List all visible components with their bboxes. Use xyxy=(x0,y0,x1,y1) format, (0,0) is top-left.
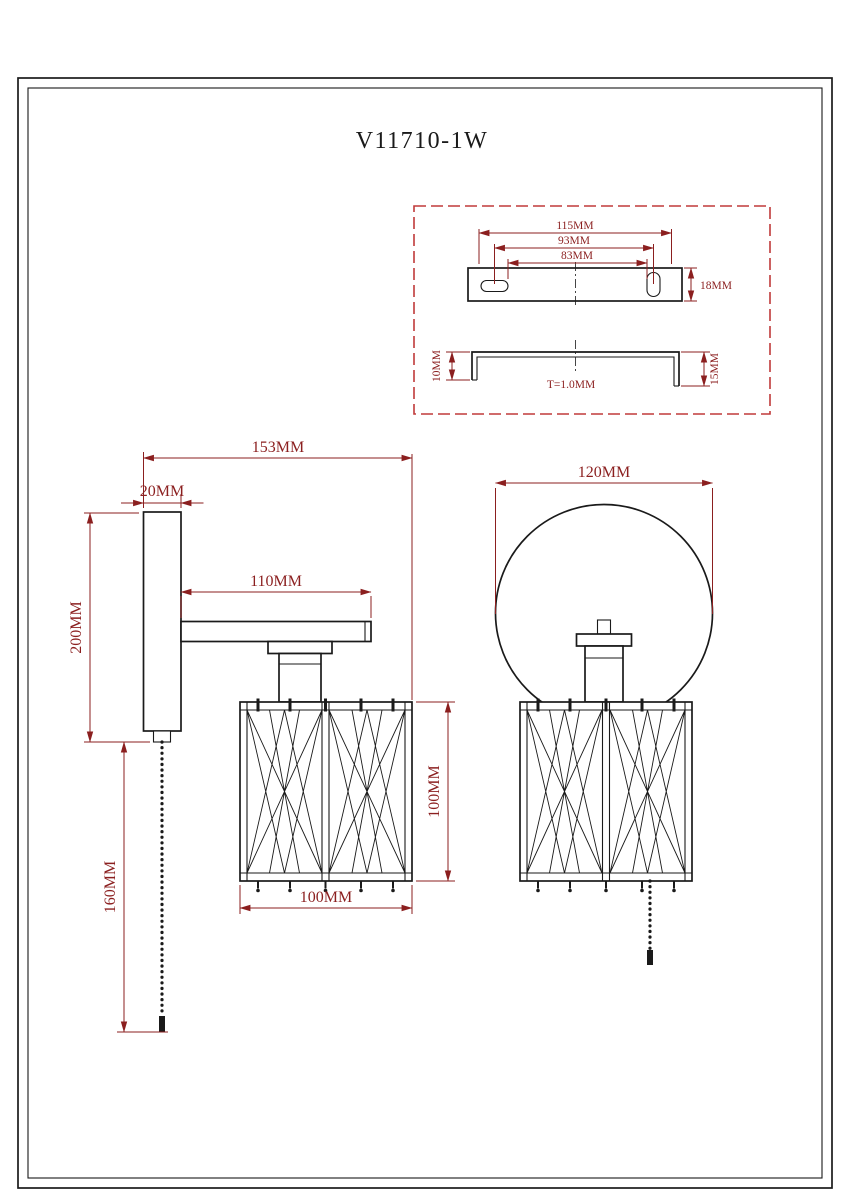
socket-body-front xyxy=(584,645,624,703)
shade-frame-side xyxy=(239,701,413,882)
socket-body-side xyxy=(278,652,322,703)
detail-boundary xyxy=(413,205,771,415)
dim-200mm-label: 200MM xyxy=(68,601,85,653)
dim-83mm-label: 83MM xyxy=(561,250,593,262)
bracket-plate xyxy=(467,267,683,302)
crystal-clips-side xyxy=(256,698,395,893)
crystal-shade-front xyxy=(519,698,693,893)
dim-93mm: 93MM xyxy=(493,235,655,284)
chain-tassel-side xyxy=(159,1016,165,1032)
dim-153mm-label: 153MM xyxy=(252,439,304,456)
lamp-arm xyxy=(180,620,372,643)
crystal-clips-front xyxy=(536,698,676,893)
dim-93mm-label: 93MM xyxy=(558,235,590,247)
dim-100mm-width-label: 100MM xyxy=(300,889,352,906)
dim-160mm: 160MM xyxy=(102,741,168,1033)
socket-finial-front xyxy=(596,619,612,635)
chain-tassel-front xyxy=(647,950,653,965)
front-view: 120MM xyxy=(494,464,714,965)
dim-120mm-label: 120MM xyxy=(578,464,630,481)
dim-10mm: 10MM xyxy=(431,350,470,382)
dim-15mm-label: 15MM xyxy=(709,353,721,385)
bracket-profile-view xyxy=(471,340,680,387)
dim-100mm-height: 100MM xyxy=(416,701,455,882)
dim-18mm: 18MM xyxy=(684,267,732,302)
crystal-lattice xyxy=(328,709,406,874)
shade-frame-front xyxy=(519,701,693,882)
crystal-lattice xyxy=(246,709,323,874)
dim-120mm: 120MM xyxy=(494,464,714,614)
dim-115mm: 115MM xyxy=(478,220,673,264)
wall-backplate-side xyxy=(142,511,182,732)
dim-200mm: 200MM xyxy=(68,512,150,743)
dim-10mm-label: 10MM xyxy=(431,350,443,382)
dim-160mm-label: 160MM xyxy=(102,861,119,913)
model-number: V11710-1W xyxy=(356,128,489,154)
dim-83mm: 83MM xyxy=(507,250,648,279)
dim-110mm: 110MM xyxy=(180,573,372,618)
chain-connector-side xyxy=(152,730,172,743)
socket-flange-front xyxy=(575,633,633,647)
crystal-lattice xyxy=(526,709,603,874)
sheet-border xyxy=(17,77,833,1189)
dim-110mm-label: 110MM xyxy=(250,573,302,590)
bracket-top-view xyxy=(467,262,683,307)
dim-20mm: 20MM xyxy=(121,483,204,508)
border-outer xyxy=(17,77,833,1189)
dim-100mm-width: 100MM xyxy=(239,885,413,914)
border-inner xyxy=(27,87,823,1179)
dim-115mm-label: 115MM xyxy=(556,220,593,232)
dim-153mm: 153MM xyxy=(142,439,413,700)
dim-100mm-height-label: 100MM xyxy=(426,765,443,817)
side-view: 153MM 20MM 110MM 200MM 160MM 100MM xyxy=(68,439,455,1033)
dim-15mm: 15MM xyxy=(681,351,721,387)
thickness-note: T=1.0MM xyxy=(547,379,595,391)
dim-18mm-label: 18MM xyxy=(700,280,732,292)
crystal-lattice xyxy=(609,709,686,874)
crystal-shade-side xyxy=(239,698,413,893)
dim-20mm-label: 20MM xyxy=(140,483,184,500)
socket-flange-side xyxy=(267,640,333,655)
bracket-detail-view: 115MM 93MM 83MM 18MM 10MM 15MM T=1.0MM xyxy=(413,205,771,415)
